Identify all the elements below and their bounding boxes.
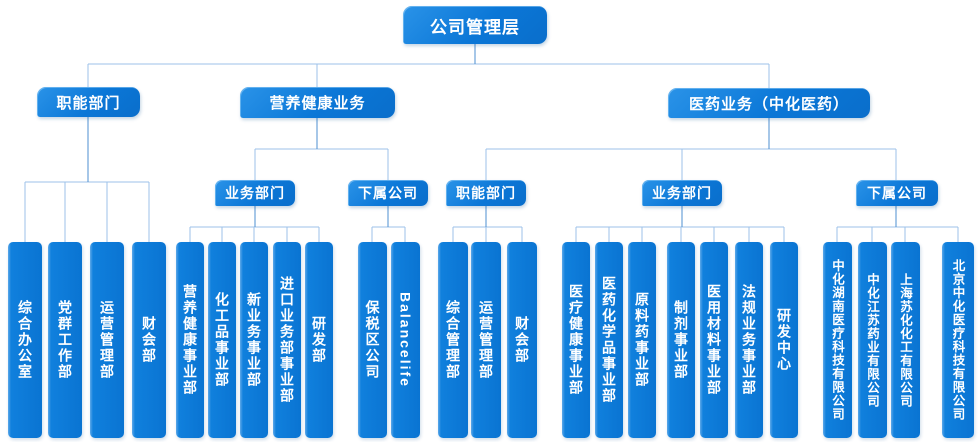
org-leaf-finance-accounting: 财会部	[132, 242, 166, 438]
org-leaf-sinochem-hunan-medical: 中化湖南医疗科技有限公司	[823, 242, 852, 438]
org-leaf-medical-health-division: 医疗健康事业部	[562, 242, 590, 438]
node-label: 综合管理部	[445, 300, 461, 380]
node-label: 研发中心	[776, 308, 792, 372]
org-leaf-rd-department: 研发部	[305, 242, 333, 438]
node-label: 医疗健康事业部	[568, 284, 584, 396]
node-label: 营养健康事业部	[182, 284, 198, 396]
node-label: 中化湖南医疗科技有限公司	[830, 259, 844, 421]
node-label: 北京中化医疗科技有限公司	[950, 259, 965, 421]
org-leaf-medical-materials-division: 医用材料事业部	[700, 242, 728, 438]
org-node-pharma-business-departments: 业务部门	[642, 180, 722, 206]
org-leaf-regulatory-business-division: 法规业务事业部	[735, 242, 763, 438]
connector-stems	[87, 44, 897, 227]
node-label: 化工品事业部	[214, 292, 230, 388]
org-node-nutrition-business-departments: 业务部门	[215, 180, 295, 206]
org-leaf-pharma-operations-management: 运营管理部	[471, 242, 501, 438]
org-leaf-pharma-general-management: 综合管理部	[438, 242, 468, 438]
node-label: 进口业务部事业部	[279, 276, 295, 404]
node-label: 运营管理部	[478, 300, 494, 380]
node-label: 运营管理部	[99, 300, 115, 380]
org-leaf-api-division: 原料药事业部	[628, 242, 656, 438]
org-node-nutrition-health-business: 营养健康业务	[240, 87, 395, 118]
org-leaf-operations-management: 运营管理部	[90, 242, 124, 438]
org-node-company-management: 公司管理层	[403, 6, 547, 44]
node-label: 法规业务事业部	[741, 284, 757, 396]
org-leaf-general-office: 综合办公室	[8, 242, 42, 438]
org-node-functional-departments: 职能部门	[37, 87, 140, 117]
node-label: 新业务事业部	[246, 292, 262, 388]
node-label: 财会部	[514, 316, 530, 364]
org-node-pharma-functional-departments: 职能部门	[446, 180, 526, 206]
org-node-pharma-subsidiaries: 下属公司	[856, 180, 938, 206]
node-label: 制剂事业部	[673, 300, 689, 380]
node-label: 综合办公室	[17, 300, 33, 380]
node-label: 原料药事业部	[634, 292, 650, 388]
org-leaf-pharma-chemicals-division: 医药化学品事业部	[595, 242, 623, 438]
org-leaf-import-business-division: 进口业务部事业部	[273, 242, 301, 438]
org-leaf-party-mass-work: 党群工作部	[48, 242, 82, 438]
node-label: 上海苏化化工有限公司	[898, 272, 912, 408]
node-label: 医用材料事业部	[706, 284, 722, 396]
org-leaf-rd-center: 研发中心	[770, 242, 798, 438]
node-label: 医药化学品事业部	[601, 276, 617, 404]
org-node-nutrition-subsidiaries: 下属公司	[348, 180, 428, 206]
node-label: Balancelife	[397, 292, 414, 388]
org-leaf-beijing-sinochem-medical: 北京中化医疗科技有限公司	[942, 242, 974, 438]
node-label: 党群工作部	[57, 300, 73, 380]
org-leaf-sinochem-jiangsu-pharma: 中化江苏药业有限公司	[858, 242, 887, 438]
node-label: 中化江苏药业有限公司	[865, 272, 879, 408]
node-label: 保税区公司	[364, 300, 381, 380]
node-label: 研发部	[311, 316, 327, 364]
org-leaf-chemical-products-division: 化工品事业部	[208, 242, 236, 438]
org-leaf-new-business-division: 新业务事业部	[240, 242, 268, 438]
org-leaf-nutrition-health-division: 营养健康事业部	[176, 242, 204, 438]
org-leaf-balancelife: Balancelife	[391, 242, 420, 438]
org-node-pharma-business: 医药业务（中化医药）	[668, 88, 870, 118]
org-leaf-shanghai-suhua-chemical: 上海苏化化工有限公司	[891, 242, 920, 438]
org-leaf-bonded-zone-company: 保税区公司	[358, 242, 387, 438]
node-label: 财会部	[141, 316, 157, 364]
org-leaf-pharma-finance-accounting: 财会部	[507, 242, 537, 438]
org-leaf-preparations-division: 制剂事业部	[667, 242, 695, 438]
